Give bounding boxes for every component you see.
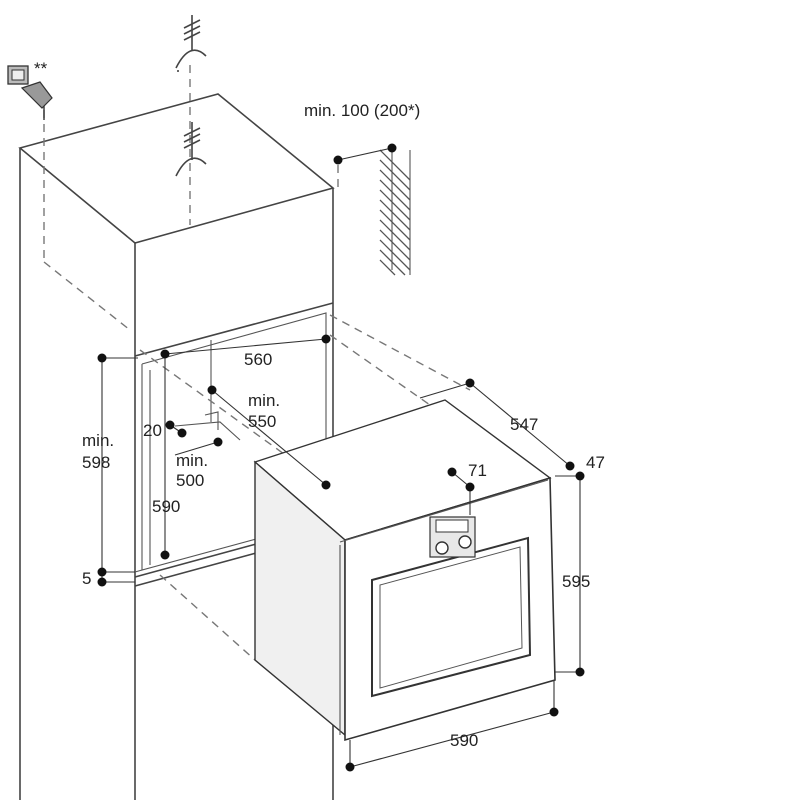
height-598-label-line1: min. (82, 431, 114, 450)
oven-depth-label: 547 (510, 415, 538, 434)
oven-appliance (253, 399, 556, 742)
no-fixing-icon (175, 15, 207, 72)
wall-socket-icon (7, 65, 29, 85)
front-47-label: 47 (586, 453, 605, 472)
power-plug-icon (20, 81, 53, 120)
depth-500-label-line2: 500 (176, 471, 204, 490)
vent-clearance-label: min. 100 (200*) (304, 101, 420, 120)
height-598-label-line2: 598 (82, 453, 110, 472)
gap-5-label: 5 (82, 569, 91, 588)
oven-height-label: 595 (562, 572, 590, 591)
panel-71-label: 71 (468, 461, 487, 480)
niche-width-label: 560 (244, 350, 272, 369)
double-star-label: ** (34, 59, 48, 78)
depth-550-label-line2: 550 (248, 412, 276, 431)
dimension-labels: min. 100 (200*) 560 min. 550 20 min. 500… (82, 101, 605, 750)
depth-550-label-line1: min. (248, 391, 280, 410)
depth-500-label-line1: min. (176, 451, 208, 470)
knob-left-icon (435, 541, 449, 555)
wall-hatch-icon (337, 145, 411, 276)
no-fixing-icon (175, 122, 207, 177)
knob-right-icon (458, 535, 472, 549)
height-590-label: 590 (152, 497, 180, 516)
oven-width-label: 590 (450, 731, 478, 750)
dimension-dots (97, 143, 585, 772)
gap-20-label: 20 (143, 421, 162, 440)
tall-cabinet (18, 93, 335, 800)
